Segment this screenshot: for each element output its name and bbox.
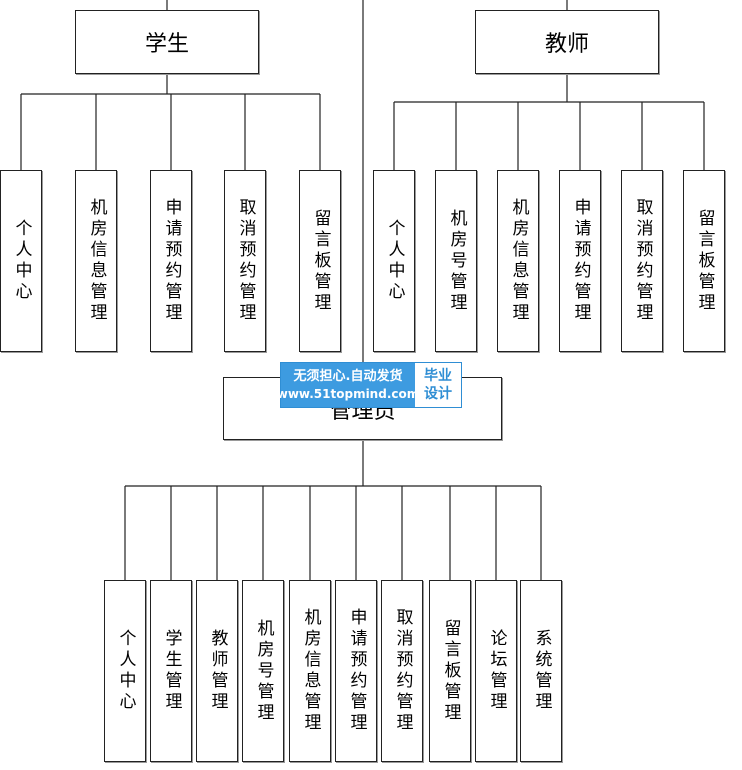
teacher-module-personal-center: 个人中心 <box>373 170 415 352</box>
student-module-lab-info: 机房信息管理 <box>75 170 117 352</box>
admin-module-lab-info: 机房信息管理 <box>289 580 331 762</box>
admin-module-forum: 论坛管理 <box>475 580 517 762</box>
student-module-apply-booking: 申请预约管理 <box>150 170 192 352</box>
role-teacher-box: 教师 <box>475 10 659 74</box>
teacher-module-lab-number: 机房号管理 <box>435 170 477 352</box>
admin-module-student-management: 学生管理 <box>150 580 192 762</box>
admin-module-personal-center: 个人中心 <box>104 580 146 762</box>
watermark-badge-line2: 设计 <box>424 386 452 402</box>
teacher-module-apply-booking: 申请预约管理 <box>559 170 601 352</box>
admin-module-teacher-management: 教师管理 <box>196 580 238 762</box>
watermark-left-panel: 无须担心.自动发货 www.51topmind.com <box>277 363 419 407</box>
admin-module-lab-number: 机房号管理 <box>242 580 284 762</box>
student-module-cancel-booking: 取消预约管理 <box>224 170 266 352</box>
watermark-slogan: 无须担心.自动发货 <box>293 369 403 384</box>
admin-module-cancel-booking: 取消预约管理 <box>381 580 423 762</box>
student-module-personal-center: 个人中心 <box>0 170 42 352</box>
admin-module-message-board: 留言板管理 <box>429 580 471 762</box>
watermark-badge-line1: 毕业 <box>424 368 452 384</box>
student-module-message-board: 留言板管理 <box>299 170 341 352</box>
teacher-module-cancel-booking: 取消预约管理 <box>621 170 663 352</box>
admin-module-system: 系统管理 <box>520 580 562 762</box>
role-student-box: 学生 <box>75 10 259 74</box>
watermark-badge: 无须担心.自动发货 www.51topmind.com 毕业 设计 <box>277 362 462 408</box>
watermark-url: www.51topmind.com <box>276 387 420 401</box>
teacher-module-lab-info: 机房信息管理 <box>497 170 539 352</box>
admin-module-apply-booking: 申请预约管理 <box>335 580 377 762</box>
teacher-module-message-board: 留言板管理 <box>683 170 725 352</box>
watermark-right-panel: 毕业 设计 <box>415 363 461 407</box>
